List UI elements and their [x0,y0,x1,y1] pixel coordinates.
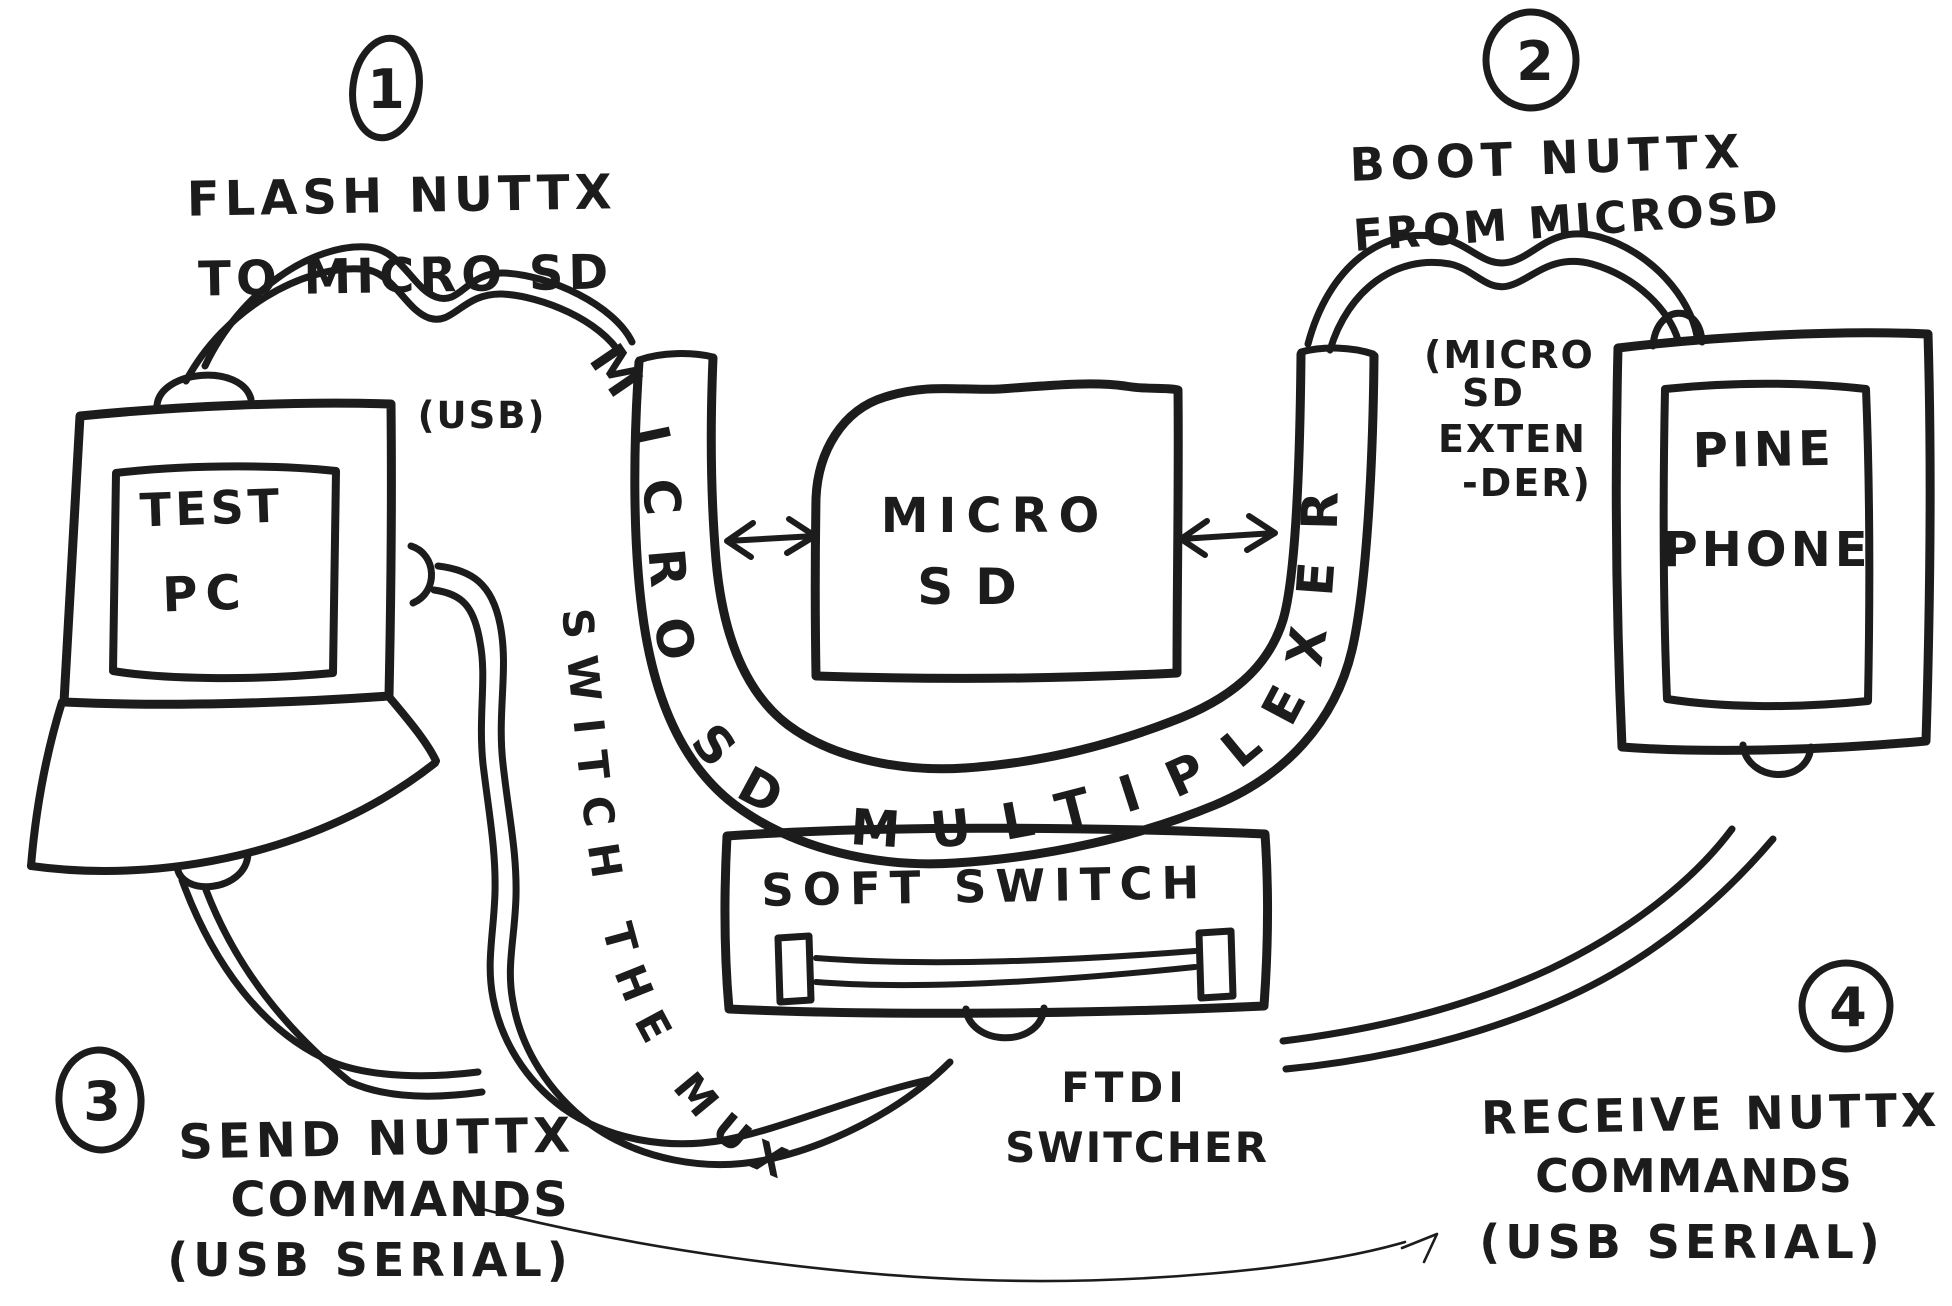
test-pc-base-right [386,694,440,765]
pinephone-label-2: PHONE [1662,522,1871,578]
soft-switch-label: SOFT SWITCH [761,856,1209,917]
card-right-arrow [1178,513,1278,558]
pinephone: PINE PHONE [1611,309,1935,778]
ftdi-serial-cable [1279,825,1777,1073]
micro-sd-outline [810,379,1183,683]
usb-annotation: (USB) [418,394,547,437]
soft-switch-contact-left [774,932,815,1006]
test-pc-bottom-port [173,850,252,891]
mux-outer-wall [630,351,1379,869]
step-1-badge [349,34,423,142]
step-2-caption-1: BOOT NUTTX [1349,124,1746,192]
step-3-annotation: 3 SEND NUTTX COMMANDS (USB SERIAL) [55,1046,576,1287]
send-receive-arrow [476,1206,1439,1283]
sd-extender-note: (MICRO SD EXTEN -DER) [1424,333,1595,505]
card-left-arrow [724,516,818,560]
soft-switch-slider [813,948,1198,989]
test-pc-screen [109,462,340,683]
step-2-badge [1482,8,1580,112]
pinephone-top-port [1649,309,1706,350]
usb-flash-cable [182,243,636,385]
test-pc-base-left [27,698,66,870]
sd-extender-line-2: SD [1462,371,1525,415]
step-4-number: 4 [1829,976,1867,1039]
mux-left-arm-cap [635,350,717,364]
test-pc-label-1: TEST [139,479,284,538]
pinephone-screen [1659,379,1874,711]
step-4-caption-3: (USB SERIAL) [1479,1215,1885,1269]
switch-mux-cable [430,562,954,1168]
step-1-caption-2: TO MICRO SD [198,244,614,307]
step-3-caption-1: SEND NUTTX [178,1108,576,1171]
mux-right-arm-cap [1297,344,1377,358]
soft-switch-contact-right [1195,927,1237,1002]
pc-serial-cable [178,876,486,1100]
step-1-annotation: 1 FLASH NUTTX TO MICRO SD [186,34,617,308]
step-2-annotation: 2 BOOT NUTTX FROM MICROSD [1349,8,1783,262]
test-pc: TEST PC [27,371,440,891]
test-pc-side-port [407,542,435,607]
step-3-caption-2: COMMANDS [230,1172,569,1228]
step-4-annotation: 4 RECEIVE NUTTX COMMANDS (USB SERIAL) [1479,959,1941,1269]
step-4-badge [1798,959,1894,1053]
sd-extender-line-3: EXTEN [1438,417,1587,461]
sd-extender-line-4: -DER) [1462,461,1592,505]
ftdi-label-2: SWITCHER [1005,1123,1269,1172]
step-1-number: 1 [367,58,405,121]
pinephone-bottom-port [1739,741,1815,778]
micro-sd-card: MICRO SD [810,379,1183,683]
step-3-number: 3 [83,1070,121,1133]
step-4-caption-2: COMMANDS [1535,1149,1853,1203]
micro-sd-label-1: MICRO [881,488,1110,544]
step-2-number: 2 [1516,30,1554,93]
soft-switch-outline [720,823,1273,1018]
soft-switch-board: SOFT SWITCH [720,823,1273,1042]
step-2-caption-2: FROM MICROSD [1352,181,1783,262]
step-3-badge [55,1046,145,1154]
test-pc-label-2: PC [161,565,249,624]
step-3-caption-3: (USB SERIAL) [167,1233,573,1287]
step-4-caption-1: RECEIVE NUTTX [1481,1083,1941,1145]
mux-inner-wall [706,349,1306,774]
boot-microsd-cable [1304,230,1701,354]
ftdi-label-1: FTDI [1061,1063,1189,1112]
test-pc-top-port [153,371,255,409]
pinephone-label-1: PINE [1692,421,1835,479]
sd-extender-line-1: (MICRO [1424,333,1595,377]
step-1-caption-1: FLASH NUTTX [186,164,617,227]
micro-sd-label-2: SD [917,558,1039,616]
pinephone-outline [1611,328,1935,755]
ftdi-switcher-label: FTDI SWITCHER [1005,1063,1269,1172]
soft-switch-bottom-port [962,1004,1048,1042]
test-pc-base-bottom [27,759,439,875]
